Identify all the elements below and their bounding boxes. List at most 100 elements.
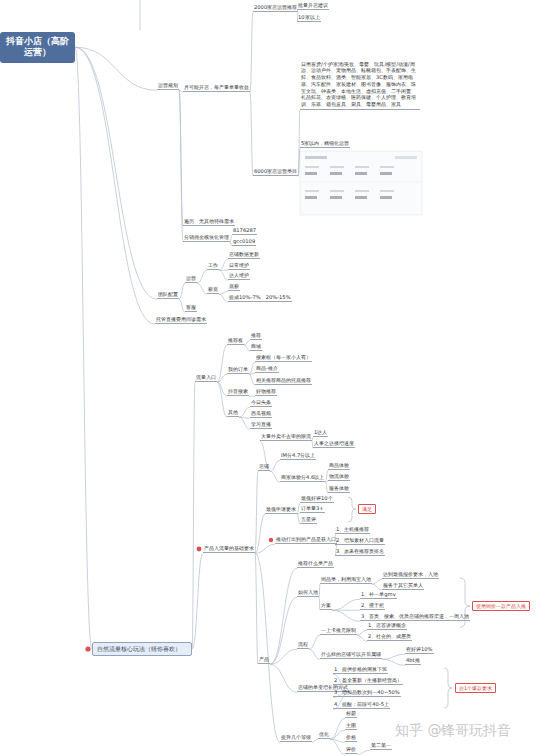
topic-node: 学习直播 [250, 421, 272, 430]
node-text: 店铺数据更新 [229, 251, 259, 257]
topic-node: 提升几个等级 [280, 734, 312, 743]
topic-node: 流量入口 [195, 374, 217, 383]
topic-node: 产品入流量的基础要求 [203, 545, 255, 554]
branch-connector [219, 259, 228, 270]
node-text: 商品-推介 [256, 365, 278, 371]
table-thumbnail [300, 151, 422, 215]
node-text: 评价 [346, 746, 356, 752]
topic-node: 今日头条 [250, 399, 272, 408]
node-text: 最低好评10个 [301, 495, 333, 501]
node-text: 底薪 [229, 283, 239, 289]
branch-connector [217, 345, 227, 382]
branch-connector [260, 441, 270, 471]
node-text: 4、提醒：前段可40-5上 [334, 701, 389, 707]
topic-node: 3、首页、搜索、优质店铺的推荐渠道，一周入池 [360, 613, 470, 622]
node-text: gcc0109 [233, 238, 255, 244]
topic-node: 方案 [320, 602, 332, 611]
branch-connector [219, 294, 228, 302]
branch-connector [309, 635, 320, 649]
branch-connector [192, 382, 195, 649]
topic-node: 商城 [250, 343, 262, 352]
branch-connector [372, 579, 382, 584]
branch-connector [255, 553, 258, 664]
node-text: 大量外卖不去审的限流 [261, 433, 311, 439]
topic-node: 1、提供价格的测算下班 [333, 666, 388, 675]
node-text: 订单量3+ [301, 505, 324, 511]
node-text: 同品类，利用淘宝入池 [321, 576, 371, 582]
node-text: 五星评 [301, 516, 316, 522]
topic-node: 评价 [345, 746, 357, 755]
branch-connector [357, 635, 367, 641]
topic-node: 薪资 [207, 286, 219, 295]
node-text: 客服 [186, 304, 196, 310]
node-text: 产品 [259, 656, 269, 662]
branch-connector [382, 654, 405, 659]
node-text: 2、盈全重新（生播新经营高） [334, 677, 402, 683]
branch-connector [255, 553, 280, 742]
topic-node: 托管直播费用问诊需求 [155, 316, 207, 325]
node-text: 在好评10% [406, 646, 433, 652]
node-text: 抖音小店（高阶运营） [6, 36, 69, 58]
branch-connector [219, 291, 228, 294]
topic-node: 客服 [185, 304, 197, 313]
node-text: 2、社会的、成层质 [368, 633, 411, 639]
branch-connector [255, 514, 265, 553]
node-text: 运营规划 [158, 82, 178, 88]
node-text: 学习直播 [251, 421, 271, 427]
topic-node: 如何入池 [297, 589, 319, 598]
topic-node: 提成10%-7%、20%-15% [228, 294, 292, 303]
topic-node: 主图 [345, 722, 357, 731]
topic-node: 服务体验 [328, 485, 350, 494]
node-text: 遍历、无其他特殊需求 [184, 218, 234, 224]
topic-node: 运营 [185, 275, 197, 284]
node-text: 批量开店建议 [298, 2, 328, 8]
node-text: 店铺 [259, 463, 269, 469]
branch-connector [312, 739, 318, 742]
node-text: 2、擅于把 [361, 602, 384, 608]
node-text: 服务体验 [329, 485, 349, 491]
node-text: 商家体验分4.6以上 [281, 474, 324, 480]
branch-box: 自然流量核心玩法（猜你喜欢） [92, 642, 192, 656]
node-text: 产品入流量的基础要求 [204, 545, 254, 551]
node-text: 推荐什么类产品 [298, 560, 333, 566]
topic-node: 2、盈全重新（生播新经营高） [333, 677, 403, 686]
node-text: 2000家店运营推荐 [254, 4, 297, 10]
topic-node: 标题 [345, 710, 357, 719]
marker-icon [85, 646, 90, 651]
node-text: 托管直播费用问诊需求 [156, 316, 206, 322]
node-text: 3、增加品数次到一40~50% [334, 689, 400, 695]
node-text: 达1个爆款要求 [459, 685, 492, 691]
branch-connector [250, 92, 253, 176]
node-text: 其他 [228, 409, 238, 415]
topic-node: 西瓜视频 [250, 410, 272, 419]
topic-node: IM分4.7分以上 [280, 452, 316, 461]
node-text: 推动打出到的产品是获入口 [276, 536, 336, 542]
topic-node: 一上卡推元限制 [320, 627, 357, 636]
node-text: 8176287 [233, 227, 256, 233]
node-text: 3、原来在推荐页排名 [336, 548, 384, 554]
bracket [348, 497, 356, 522]
node-text: 提升几个等级 [281, 734, 311, 740]
topic-node: 价格 [345, 734, 357, 743]
node-text: 相关推荐商品的托底推荐 [256, 377, 311, 383]
topic-node: 抖音搜索 [227, 388, 249, 397]
branch-connector [332, 610, 360, 621]
topic-node: 底薪 [228, 283, 240, 292]
topic-node: 商品体验 [328, 462, 350, 471]
topic-node: 3、增加品数次到一40~50% [333, 689, 401, 698]
node-text: 什么样的店铺可以开后属辅 [321, 651, 381, 657]
node-text: 工作 [208, 262, 218, 268]
branch-connector [219, 270, 228, 280]
node-text: 达人维护 [229, 272, 249, 278]
topic-node: 月可能开店，每产量单量收益 [183, 84, 250, 93]
node-text: 5家以内，精细化运营 [301, 140, 349, 146]
topic-node: 4bt推 [405, 657, 421, 666]
branch-connector [197, 270, 207, 283]
node-text: 1、提供价格的测算下班 [334, 666, 387, 672]
topic-node: 5家以内，精细化运营 [300, 140, 350, 149]
node-text: 运营 [186, 275, 196, 281]
marker-icon [269, 538, 273, 542]
branch-connector [239, 417, 250, 429]
topic-node: 在好评10% [405, 646, 434, 655]
